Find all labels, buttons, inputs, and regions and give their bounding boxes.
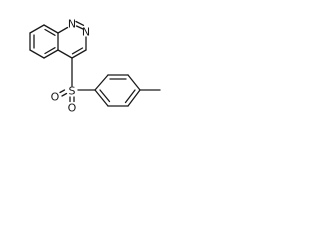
bond-c4a-c5 (43, 49, 59, 59)
bond-c3-c4-inner (71, 47, 84, 55)
bond-c8-c8a (43, 24, 59, 34)
chemical-structure-diagram: N N S O O (29, 18, 161, 115)
bond-n1-n2-inner (75, 20, 85, 26)
bond-c6p-c1p-inner (99, 89, 111, 103)
bond-c4-c4a (57, 49, 73, 59)
bond-s-o1-a (61, 92, 68, 97)
bond-c6p-c1p (94, 89, 109, 107)
bond-s-o1-b (59, 89, 66, 94)
tolyl-ring (94, 74, 161, 107)
atom-n1: N (68, 18, 76, 31)
bond-c8a-n1 (57, 26, 69, 34)
bond-c3-c4 (71, 49, 87, 59)
bond-c8-c8a-inner (44, 28, 56, 36)
bond-c7-c8 (29, 24, 45, 34)
bond-c4p-c5p-inner (124, 89, 136, 104)
atom-o2: O (68, 102, 77, 115)
sulfonyl-group (59, 57, 96, 103)
benzo-ring (29, 24, 59, 59)
atom-s: S (69, 85, 76, 98)
bond-c4a-c5-inner (44, 47, 56, 55)
bond-c4p-c5p (127, 89, 141, 107)
bond-c1p-c2p (94, 74, 109, 91)
atom-o1: O (51, 91, 60, 104)
pyridazine-ring (57, 20, 87, 59)
atom-labels: N N S O O (51, 18, 90, 115)
bond-n1-n2 (75, 25, 84, 30)
bond-c3p-c4p (127, 74, 141, 91)
bond-c5-c6 (29, 49, 45, 59)
atom-n2: N (82, 26, 90, 39)
